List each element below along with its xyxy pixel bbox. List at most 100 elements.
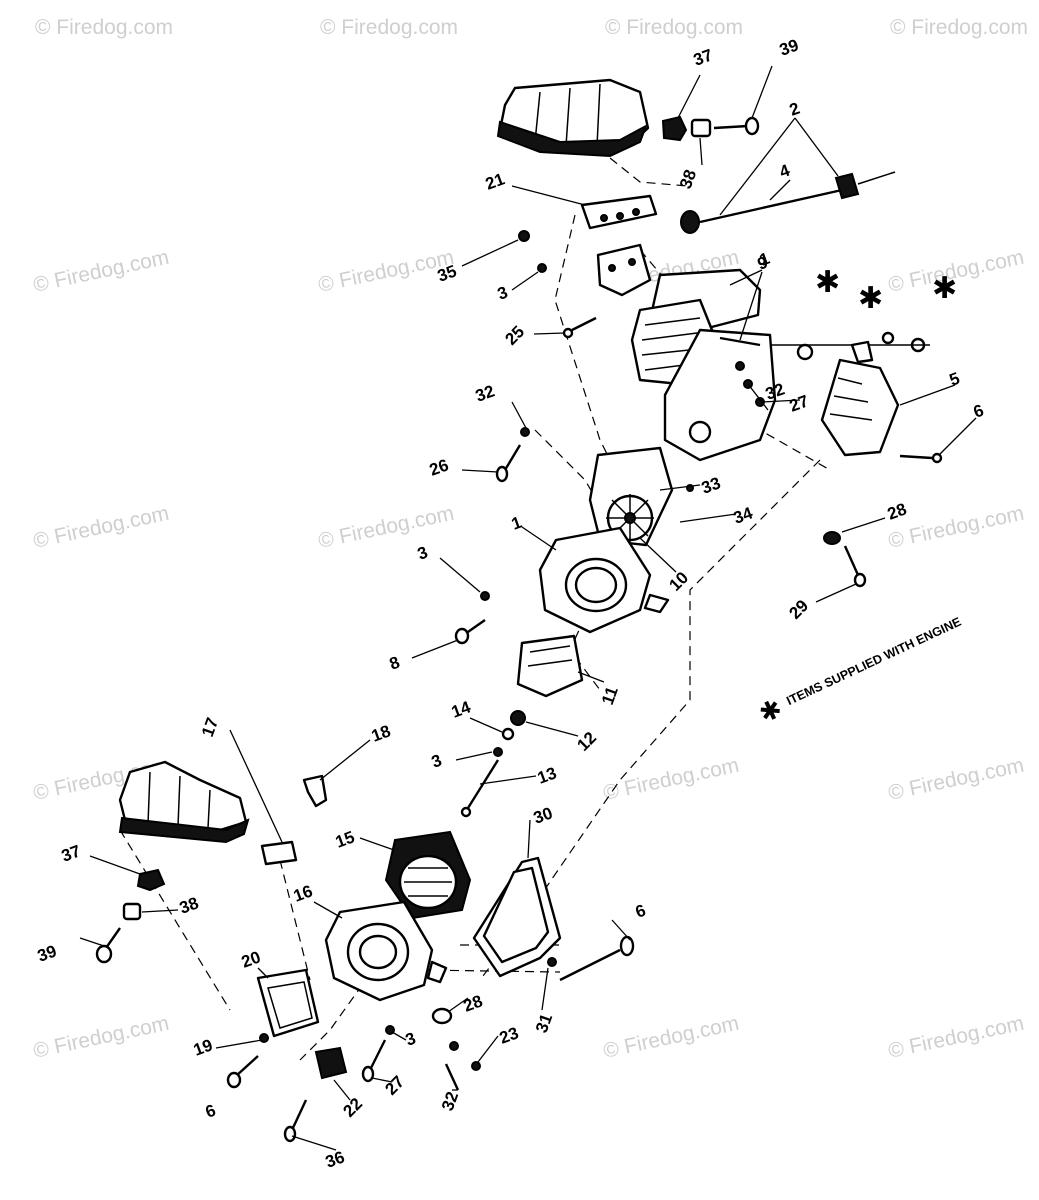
note-text: ITEMS SUPPLIED WITH ENGINE <box>784 615 963 708</box>
engine-items-note: ✱ ITEMS SUPPLIED WITH ENGINE <box>755 615 964 730</box>
hardware-28-29 <box>823 531 867 588</box>
watermark: © Firedog.com <box>890 16 1028 39</box>
callout-3: 3 <box>429 751 444 772</box>
callout-11: 11 <box>598 684 622 707</box>
bracket-21 <box>580 194 658 230</box>
callout-28: 28 <box>461 991 485 1015</box>
callout-23: 23 <box>497 1023 521 1047</box>
callout-32: 32 <box>438 1089 462 1113</box>
bolt-top <box>713 116 760 136</box>
callout-32: 32 <box>473 381 497 405</box>
rotor <box>384 830 472 920</box>
callout-15: 15 <box>333 827 357 851</box>
watermark: © Firedog.com <box>35 16 173 39</box>
asterisk-icon: ✱ <box>755 693 787 729</box>
bolt-bottom <box>95 927 121 964</box>
callout-6: 6 <box>633 901 648 922</box>
bracket-25 <box>562 243 652 339</box>
callout-19: 19 <box>191 1035 215 1059</box>
air-cleaner-cover-bottom <box>118 760 250 844</box>
watermark: © Firedog.com <box>886 754 1026 805</box>
engine-assembly <box>630 268 777 462</box>
hardware-12-13-14 <box>460 710 526 818</box>
callout-1: 1 <box>509 513 524 534</box>
governor-rod <box>680 171 896 234</box>
wing-nut-bottom <box>136 868 166 892</box>
lower-hardware <box>283 1007 481 1143</box>
callout-3: 3 <box>495 283 510 304</box>
callout-37: 37 <box>691 45 715 69</box>
callout-26: 26 <box>427 455 451 479</box>
spacer-bottom <box>122 902 142 921</box>
callout-13: 13 <box>535 763 559 787</box>
callout-36: 36 <box>323 1147 347 1171</box>
hardware-nuts <box>518 230 547 273</box>
svg-text:✱: ✱ <box>932 271 957 306</box>
callout-38: 38 <box>177 893 201 917</box>
leader-lines <box>79 65 977 1151</box>
callout-29: 29 <box>785 596 812 623</box>
brush-holder <box>516 634 584 698</box>
callout-labels: 37 39 2 38 4 21 35 3 1 9 25 32 5 27 6 32… <box>35 35 986 1171</box>
callout-27: 27 <box>787 391 811 415</box>
callout-20: 20 <box>239 947 263 971</box>
callout-39: 39 <box>777 35 801 59</box>
bolt-26 <box>495 427 530 483</box>
callout-17: 17 <box>198 715 222 739</box>
watermark: © Firedog.com <box>31 502 171 553</box>
spacer-top <box>690 118 712 138</box>
end-bell <box>324 900 448 1002</box>
stator-housing <box>538 526 670 634</box>
watermark: © Firedog.com <box>320 16 458 39</box>
asterisk-icon: ✱ ✱ ✱ <box>815 265 957 316</box>
callout-38: 38 <box>676 167 700 191</box>
callout-30: 30 <box>531 803 555 827</box>
callout-31: 31 <box>532 1011 556 1035</box>
block-17 <box>260 840 298 866</box>
wing-nut-top <box>661 115 688 142</box>
callout-3: 3 <box>403 1029 418 1050</box>
callout-34: 34 <box>731 503 756 528</box>
callout-22: 22 <box>339 1094 366 1121</box>
hardware-3-8 <box>454 591 490 645</box>
control-panel-frame <box>472 856 562 978</box>
terminal-block <box>314 1046 348 1080</box>
callout-6: 6 <box>203 1101 218 1122</box>
callout-18: 18 <box>369 721 393 745</box>
callout-2: 2 <box>787 99 802 120</box>
bolt-6-right <box>559 935 635 982</box>
callout-12: 12 <box>573 728 600 755</box>
watermark: © Firedog.com <box>886 502 1026 553</box>
callout-3: 3 <box>415 543 430 564</box>
flywheel-fan <box>588 446 694 547</box>
callout-14: 14 <box>449 697 474 722</box>
callout-21: 21 <box>483 169 507 193</box>
watermark: © Firedog.com <box>886 1012 1026 1063</box>
callout-27: 27 <box>381 1072 408 1099</box>
callout-25: 25 <box>501 322 528 349</box>
watermark: © Firedog.com <box>31 1012 171 1063</box>
watermark: © Firedog.com <box>316 502 456 553</box>
callout-28: 28 <box>885 499 909 523</box>
callout-39: 39 <box>35 941 59 965</box>
callout-4: 4 <box>777 160 793 181</box>
callout-6: 6 <box>971 401 986 422</box>
plate-20 <box>226 968 320 1089</box>
callout-16: 16 <box>291 881 315 905</box>
watermark: © Firedog.com <box>31 246 171 297</box>
callout-37: 37 <box>59 841 83 865</box>
watermark: © Firedog.com <box>601 754 741 805</box>
svg-text:✱: ✱ <box>858 281 883 316</box>
callout-10: 10 <box>665 568 692 595</box>
engine-supplied-hardware <box>770 331 930 361</box>
air-cleaner-cover-top <box>496 78 650 158</box>
watermark: © Firedog.com <box>601 1012 741 1063</box>
watermark: © Firedog.com <box>605 16 743 39</box>
muffler <box>820 340 943 464</box>
bracket-18 <box>302 774 328 808</box>
callout-33: 33 <box>699 473 723 497</box>
svg-text:✱: ✱ <box>815 265 840 300</box>
callout-8: 8 <box>387 653 402 674</box>
